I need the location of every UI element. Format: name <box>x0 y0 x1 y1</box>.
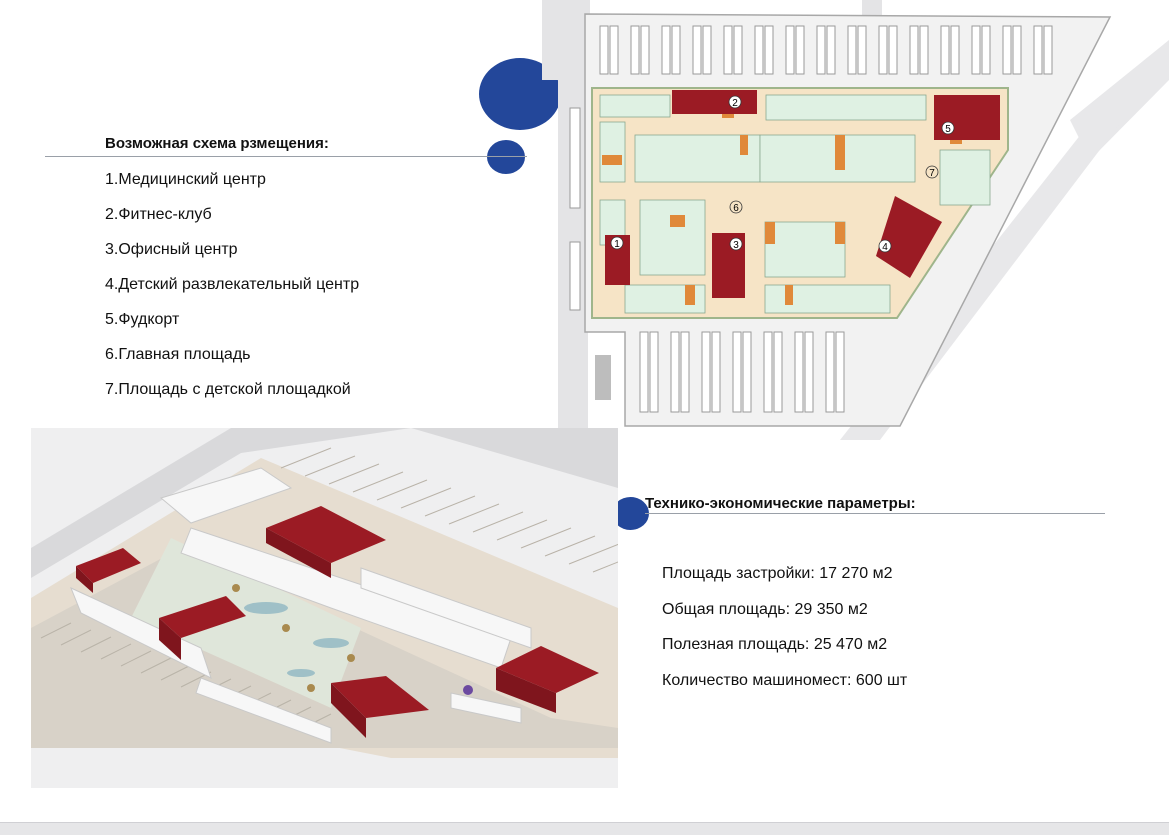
plan-marker: 6 <box>733 203 739 214</box>
layout-list: 1.Медицинский центр 2.Фитнес-клуб 3.Офис… <box>105 172 359 417</box>
params-item: Площадь застройки: 17 270 м2 <box>662 565 893 582</box>
layout-item: 5.Фудкорт <box>105 311 180 328</box>
bottom-strip <box>0 822 1169 835</box>
layout-item: 3.Офисный центр <box>105 241 238 258</box>
params-item: Количество машиномест: 600 шт <box>662 671 908 689</box>
layout-item: 1.Медицинский центр <box>105 171 266 188</box>
layout-item: 2.Фитнес-клуб <box>105 206 212 223</box>
params-heading: Технико-экономические параметры: <box>645 495 916 512</box>
layout-item: 4.Детский развлекательный центр <box>105 276 360 293</box>
plan-marker: 3 <box>733 240 739 251</box>
complex-render <box>31 428 618 788</box>
params-item: Полезная площадь: 25 470 м2 <box>662 636 888 653</box>
layout-heading-rule <box>45 156 527 157</box>
plan-marker: 2 <box>732 98 738 109</box>
plan-marker: 7 <box>929 168 935 179</box>
layout-heading: Возможная схема рзмещения: <box>105 135 329 152</box>
plan-marker: 4 <box>882 242 888 253</box>
plan-marker: 1 <box>614 239 620 250</box>
decor-circle-params <box>612 497 649 530</box>
layout-item: 6.Главная площадь <box>105 346 251 363</box>
params-heading-rule <box>645 513 1105 514</box>
params-list: Площадь застройки: 17 270 м2 Общая площа… <box>662 566 907 708</box>
params-item: Общая площадь: 29 350 м2 <box>662 600 868 618</box>
decor-circle-small <box>487 140 525 174</box>
plan-marker: 5 <box>945 124 951 135</box>
site-plan: 1 2 3 4 5 6 7 <box>542 0 1169 440</box>
layout-item: 7.Площадь с детской площадкой <box>105 381 351 398</box>
